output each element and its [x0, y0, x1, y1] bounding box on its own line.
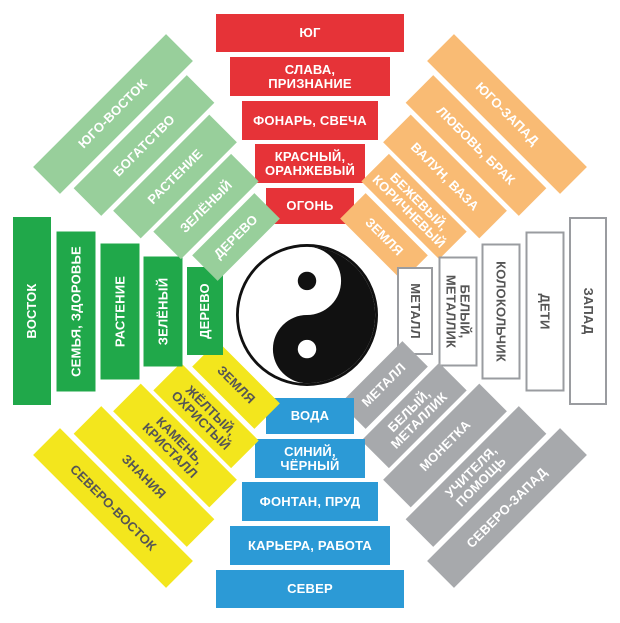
- sector-north-tier-2: Карьера, работа: [230, 526, 390, 565]
- sector-north-tier-1: Север: [216, 570, 404, 608]
- sector-south-tier-5: Огонь: [266, 188, 354, 224]
- yin-yang-icon: [236, 244, 378, 386]
- sector-south-tier-1: Юг: [216, 14, 404, 52]
- sector-south-tier-2: Слава, признание: [230, 57, 390, 96]
- sector-south-tier-4: Красный, оранжевый: [255, 144, 365, 183]
- sector-south-tier-3: Фонарь, свеча: [242, 101, 378, 140]
- sector-north-tier-5: Вода: [266, 398, 354, 434]
- sector-north-tier-4: Синий, чёрный: [255, 439, 365, 478]
- sector-north-tier-3: Фонтан, пруд: [242, 482, 378, 521]
